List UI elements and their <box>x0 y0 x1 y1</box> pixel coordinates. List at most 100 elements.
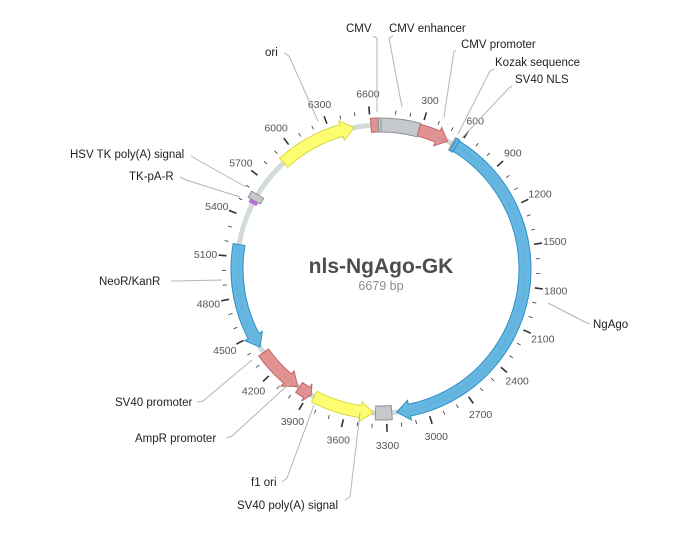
feature-ampr-promoter[interactable] <box>294 381 313 402</box>
position-label: 5400 <box>205 201 229 213</box>
feature-tk-pa-r[interactable] <box>248 198 259 207</box>
minor-tick <box>475 143 479 147</box>
minor-tick <box>514 187 518 191</box>
label-cmv-enhancer: CMV enhancer <box>389 23 466 35</box>
minor-tick <box>409 112 412 117</box>
minor-tick <box>276 385 280 390</box>
label-sv40-nls: SV40 NLS <box>515 74 569 86</box>
scale-tick-labels: 3006009001200150018002100240027003000330… <box>194 89 568 452</box>
scale-ticks <box>218 106 543 432</box>
major-tick <box>368 106 371 115</box>
feature-cmv-promoter[interactable] <box>416 123 449 147</box>
feature-sv40-nls[interactable] <box>448 137 461 153</box>
major-tick <box>496 160 504 167</box>
label-hsv-tk: HSV TK poly(A) signal <box>70 149 184 161</box>
leader-hsv-tk <box>190 155 247 188</box>
feature-sv40-poly-a-signal[interactable] <box>374 405 393 421</box>
label-sv40-promoter: SV40 promoter <box>115 397 193 409</box>
feature-labels: CMV CMV enhancer CMV promoter Kozak sequ… <box>70 23 628 512</box>
label-neor: NeoR/KanR <box>99 276 160 288</box>
minor-tick <box>313 409 317 414</box>
major-tick <box>468 396 474 404</box>
position-label: 1800 <box>544 286 568 298</box>
minor-tick <box>263 161 268 165</box>
minor-tick <box>532 301 537 304</box>
plasmid-name: nls-NgAgo-GK <box>309 255 454 278</box>
minor-tick <box>530 228 536 231</box>
major-tick <box>220 298 230 302</box>
minor-tick <box>528 315 533 318</box>
minor-tick <box>311 125 314 130</box>
leader-cmv <box>372 35 378 112</box>
feature-f1-ori[interactable] <box>310 390 375 423</box>
feature-cmv[interactable] <box>369 117 380 133</box>
leader-sv40-polya <box>344 412 361 501</box>
position-label: 1500 <box>543 236 567 248</box>
major-tick <box>423 112 428 121</box>
feature-hsv-tk-poly-a-signal[interactable] <box>247 190 265 205</box>
label-ampr-promoter: AmpR promoter <box>135 433 216 445</box>
position-label: 6000 <box>264 123 288 135</box>
leader-cmv-enhancer <box>388 35 403 108</box>
major-tick <box>523 329 532 334</box>
minor-tick <box>288 394 292 399</box>
leader-sv40-nls <box>461 85 513 139</box>
minor-tick <box>509 355 514 359</box>
position-label: 5100 <box>194 249 218 261</box>
position-label: 6600 <box>356 89 380 101</box>
major-tick <box>500 366 508 373</box>
major-tick <box>250 169 259 176</box>
position-label: 300 <box>421 95 439 107</box>
position-label: 4800 <box>197 298 221 310</box>
feature-neor-kanr[interactable] <box>230 243 264 348</box>
minor-tick <box>526 214 531 217</box>
label-f1-ori: f1 ori <box>251 477 277 489</box>
leader-ori <box>283 52 319 122</box>
label-leader-lines <box>171 35 591 501</box>
position-label: 2100 <box>531 333 555 345</box>
feature-ngago[interactable] <box>395 140 532 421</box>
major-tick <box>533 242 543 246</box>
leader-kozak <box>457 68 495 135</box>
label-kozak: Kozak sequence <box>495 57 580 69</box>
major-tick <box>218 254 227 257</box>
major-tick <box>520 198 529 204</box>
leader-ampr-promoter <box>225 382 291 439</box>
feature-ori[interactable] <box>278 120 355 169</box>
minor-tick <box>274 150 278 155</box>
position-label: 600 <box>466 115 484 127</box>
label-ngago: NgAgo <box>593 319 628 331</box>
position-label: 1200 <box>528 189 552 201</box>
minor-tick <box>327 415 330 420</box>
minor-tick <box>238 197 243 201</box>
label-cmv-promoter: CMV promoter <box>461 39 536 51</box>
position-label: 2700 <box>469 409 493 421</box>
minor-tick <box>255 364 260 368</box>
leader-neor <box>171 279 223 282</box>
feature-sv40-promoter[interactable] <box>258 348 299 387</box>
major-tick <box>235 339 244 345</box>
leader-sv40-promoter <box>196 359 253 403</box>
label-ori: ori <box>265 47 278 59</box>
leader-cmv-promoter <box>443 50 456 118</box>
position-label: 3900 <box>281 416 305 428</box>
minor-tick <box>339 115 342 120</box>
label-cmv: CMV <box>346 23 372 35</box>
minor-tick <box>247 352 251 356</box>
label-sv40-polya: SV40 poly(A) signal <box>237 500 338 512</box>
minor-tick <box>400 422 403 427</box>
minor-tick <box>298 132 302 137</box>
feature-cmv-enhancer[interactable] <box>377 117 422 138</box>
major-tick <box>428 415 433 425</box>
feature-track <box>230 117 532 423</box>
minor-tick <box>486 152 490 157</box>
major-tick <box>298 402 304 411</box>
position-label: 6300 <box>308 99 332 111</box>
minor-tick <box>245 184 250 188</box>
leader-tk-pa-r <box>179 176 241 198</box>
major-tick <box>262 375 270 383</box>
major-tick <box>340 419 345 428</box>
leader-ngago <box>547 302 591 325</box>
minor-tick <box>224 240 229 242</box>
